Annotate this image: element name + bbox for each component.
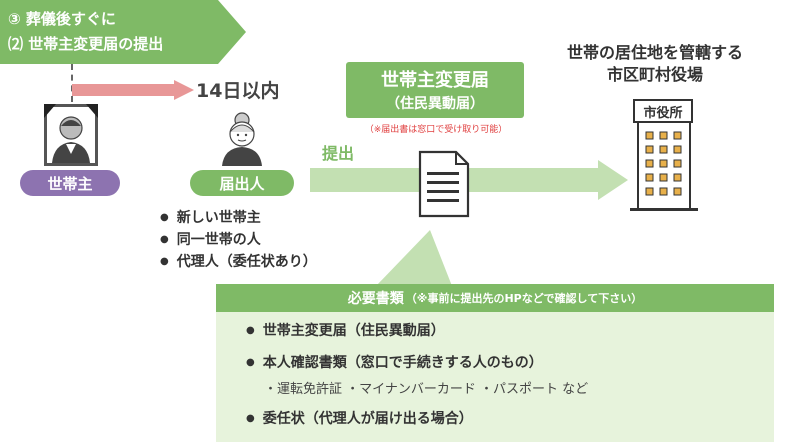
requirement-item: 世帯主変更届（住民異動届）	[246, 320, 445, 340]
office-title-line-1: 世帯の居住地を管轄する	[566, 43, 743, 62]
step-line-1: ③ 葬儀後すぐに	[8, 10, 116, 28]
dashed-connector	[71, 64, 73, 102]
notifier-list: 新しい世帯主 同一世帯の人 代理人（委任状あり）	[160, 207, 317, 273]
office-title-line-2: 市区町村役場	[606, 65, 703, 84]
role-head-badge: 世帯主	[20, 170, 120, 196]
city-hall-building-icon: 市役所	[630, 98, 698, 216]
deadline-label: 14日以内	[196, 80, 280, 102]
office-title: 世帯の居住地を管轄する 市区町村役場	[520, 42, 790, 86]
banner-arrow-shape	[0, 0, 246, 64]
requirements-title: 必要書類	[347, 291, 404, 307]
requirement-item: 本人確認書類（窓口で手続きする人のもの）	[246, 352, 543, 372]
step-line-2: ⑵ 世帯主変更届の提出	[8, 35, 164, 53]
notifier-item: 代理人（委任状あり）	[160, 251, 317, 273]
submit-label: 提出	[322, 144, 355, 163]
requirement-item: 委任状（代理人が届け出る場合）	[246, 408, 473, 428]
requirements-header: 必要書類 （※事前に提出先のHPなどで確認して下さい）	[216, 284, 774, 312]
notifier-person-icon	[218, 110, 266, 166]
form-note: （※届出書は窓口で受け取り可能）	[364, 125, 508, 135]
deadline-arrow	[72, 80, 194, 100]
role-notifier-badge: 届出人	[190, 170, 294, 196]
callout-pointer	[376, 230, 452, 286]
deceased-head-portrait-icon	[44, 104, 98, 166]
document-icon	[418, 150, 470, 222]
city-hall-sign: 市役所	[643, 106, 683, 121]
step-banner: ③ 葬儀後すぐに ⑵ 世帯主変更届の提出	[0, 0, 246, 64]
form-title-box: 世帯主変更届 （住民異動届）	[346, 62, 524, 118]
requirements-note: （※事前に提出先のHPなどで確認して下さい）	[405, 292, 643, 305]
notifier-item: 同一世帯の人	[160, 229, 317, 251]
notifier-item: 新しい世帯主	[160, 207, 317, 229]
requirement-subitem: ・運転免許証 ・マイナンバーカード ・パスポート など	[264, 382, 589, 397]
form-subtitle: （住民異動届）	[386, 96, 484, 112]
form-title: 世帯主変更届	[381, 70, 489, 91]
